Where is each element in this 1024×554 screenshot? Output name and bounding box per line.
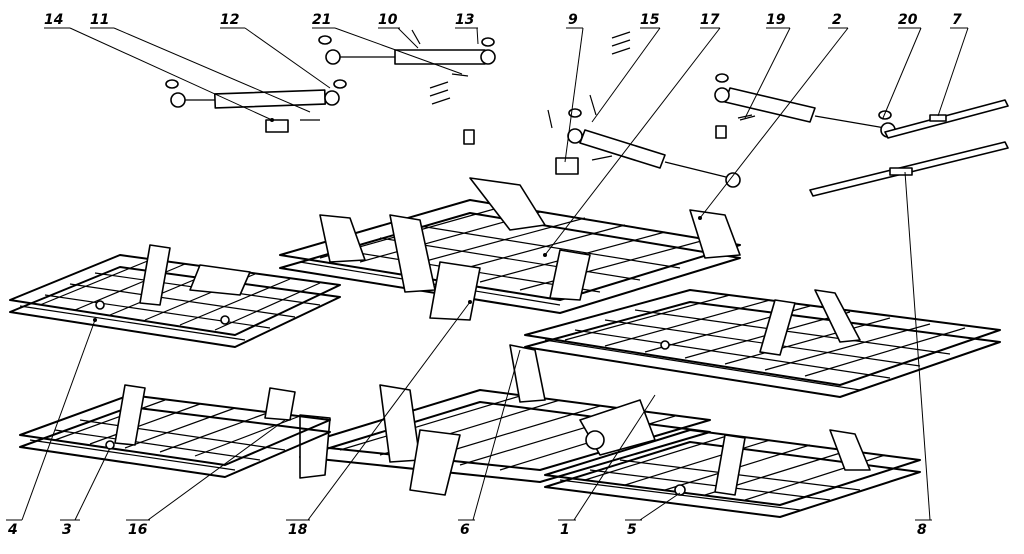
hydraulic-cylinder-left: [165, 79, 347, 133]
callout-11: 11: [90, 12, 109, 28]
callout-21: 21: [312, 12, 331, 28]
callout-14: 14: [44, 12, 63, 28]
callout-18: 18: [288, 522, 308, 538]
leader-lines: [21, 27, 969, 521]
upper-left-frame: [9, 244, 341, 348]
small-pins-and-clips: [411, 29, 753, 145]
hydraulic-cylinder-middle: [555, 108, 741, 188]
lower-right-frame: [544, 429, 921, 518]
callout-20: 20: [898, 12, 918, 28]
callout-16: 16: [128, 522, 148, 538]
callout-4: 4: [7, 522, 18, 538]
callout-13: 13: [455, 12, 474, 28]
upper-right-frame: [524, 289, 1001, 398]
callout-1: 1: [560, 522, 570, 538]
callout-2: 2: [832, 12, 842, 28]
callout-8: 8: [917, 522, 927, 538]
callout-10: 10: [378, 12, 398, 28]
rod-7: [884, 99, 1009, 139]
hydraulic-cylinder-right: [714, 73, 896, 138]
callout-15: 15: [640, 12, 660, 28]
callout-12: 12: [220, 12, 239, 28]
callout-17: 17: [700, 12, 720, 28]
hydraulic-cylinder-top: [318, 35, 496, 77]
callout-3: 3: [62, 522, 72, 538]
callout-7: 7: [952, 12, 962, 28]
upper-central-frame: [279, 177, 741, 321]
callout-9: 9: [568, 12, 578, 28]
callout-underlines: [6, 27, 968, 521]
callout-5: 5: [627, 522, 637, 538]
rod-8: [809, 141, 1009, 197]
callout-6: 6: [460, 522, 470, 538]
lower-left-frame: [19, 384, 331, 478]
callout-labels: 14 11 12 21 10 13 9 15 17 19 2 20 7 4 3 …: [7, 12, 962, 538]
callout-19: 19: [766, 12, 786, 28]
